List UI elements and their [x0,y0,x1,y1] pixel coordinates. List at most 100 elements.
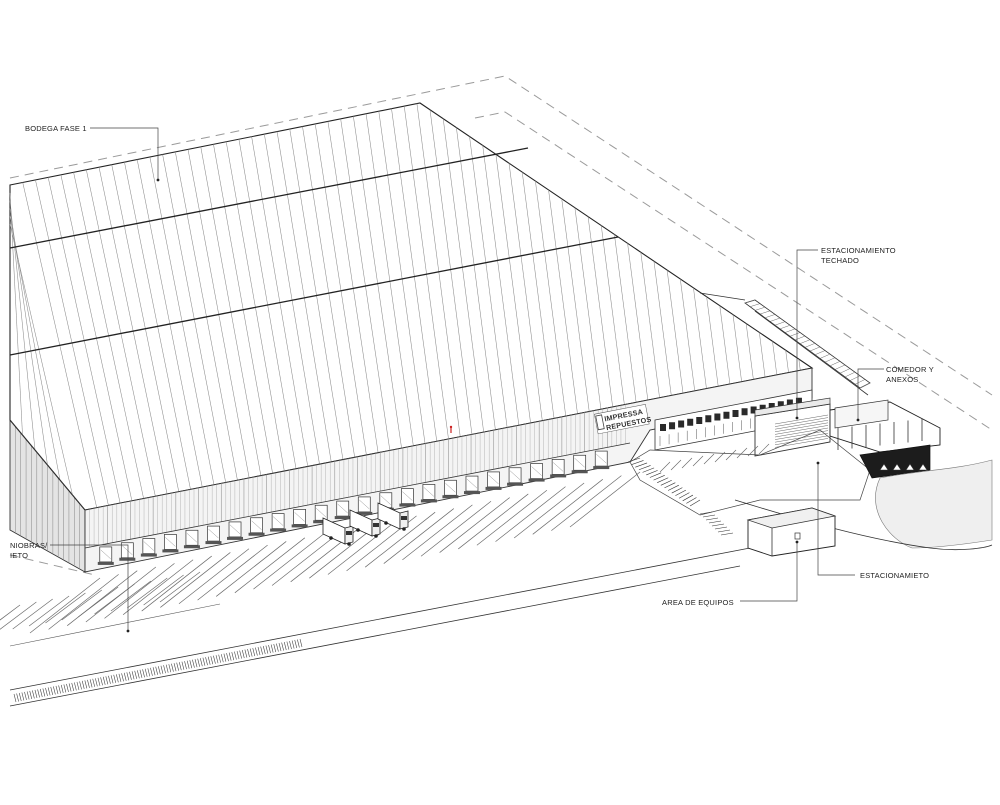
road-hatch-tick [53,686,56,695]
roof-rib [535,180,567,417]
road-hatch-tick [299,638,303,648]
stair-step [720,532,734,536]
stall-line [67,570,138,626]
road-hatch-tick [268,644,271,654]
truck-window [373,523,379,527]
stall-line [77,586,119,618]
dock-door-detail [596,453,607,464]
road-hatch-tick [42,688,46,697]
dock-door-detail [359,499,370,510]
dock-shadow [183,545,200,549]
plaza-stall-line [736,447,748,459]
truck-wheel [384,521,388,525]
road-hatch-tick [218,654,221,663]
dock-shadow [507,482,524,486]
road-hatch-tick [116,674,119,683]
canopy-rib [764,314,776,319]
dock-shadow [485,486,502,490]
road-hatch [13,638,303,703]
stall-line [122,559,194,615]
roof-rib [798,359,801,371]
truck-wheel [374,534,378,538]
roof-rib [289,129,344,460]
road-hatch-tick [236,651,240,660]
office-window [714,413,721,421]
road-hatch-tick [291,640,295,649]
road-hatch-tick [249,648,253,657]
road-hatch-tick [207,656,211,665]
road-hatch-tick [273,643,277,653]
road-hatch-tick [105,676,109,685]
roof-rib [225,141,285,472]
road-hatch-tick [89,679,93,688]
ramp-step [657,477,669,483]
dock-shadow [291,524,308,528]
stair-step [711,523,725,527]
canopy-rib [814,350,826,355]
road-hatch-tick [205,657,208,666]
road-hatch-tick [26,691,30,700]
property-boundary [9,75,993,576]
stall-line [383,508,455,564]
road-hatch-tick [179,662,182,671]
roof-rib [772,341,778,375]
stall-line [495,486,566,542]
canopy-rib [819,353,831,359]
office-window [723,411,730,419]
dock-door-detail [100,549,111,560]
dock-door-detail [445,483,456,493]
label-comedor-2: ANEXOS [886,375,918,384]
canopy-rib [804,343,816,348]
plaza-parking-stalls [659,443,770,473]
stall-line [234,537,306,594]
roof-rib [213,144,273,474]
stall-line [420,500,492,557]
roof-rib [785,350,789,373]
truck-wheel [356,528,360,532]
office-window [777,401,784,409]
comedor-chair [905,463,915,471]
road-hatch-tick [215,655,219,664]
road-hatch-tick [210,656,214,665]
roof-rib [276,131,332,462]
roof-bay-line-2 [9,236,619,356]
dock-shadow [270,528,287,532]
loading-docks [97,450,610,565]
roof-rib [9,224,73,496]
road-hatch-tick [97,677,101,686]
roof-rib [264,134,320,465]
canopy-rib [809,346,821,352]
road-hatch-tick [278,642,282,652]
label-estacionamiento: ESTACIONAMIETO [816,461,929,580]
road-hatch-tick [220,654,224,663]
canopy-rib [769,317,781,322]
roof-rib [378,111,426,444]
road-hatch-tick [186,660,190,669]
dock-door-detail [122,545,133,555]
stall-line [197,544,268,601]
label-maniobras-2: IETO [10,551,28,560]
roof-rib [302,126,355,458]
roof-rib [200,146,262,476]
label-comedor: COMEDOR Y ANEXOS [856,365,934,422]
canopy-rib [829,361,841,367]
road-hatch-tick [129,671,132,680]
road-hatch-tick [265,645,269,654]
road-hatch-tick [289,640,292,650]
truck [349,509,381,538]
roof-ribs [9,103,801,508]
road-hatch-tick [139,669,143,678]
road-hatch-tick [173,663,177,672]
canopy-rib [779,325,791,330]
road-hatch-tick [84,680,88,689]
roof-rib [187,149,250,478]
office-window [759,404,766,412]
road-hatch-tick [165,664,169,673]
plaza-stall-line [758,443,770,455]
road-hatch-tick [255,647,258,656]
road-hatch-tick [260,646,263,655]
truck-wheel [402,527,406,531]
ramp-step [653,475,665,481]
ramp-step [642,467,655,473]
equipment-building [746,507,837,557]
